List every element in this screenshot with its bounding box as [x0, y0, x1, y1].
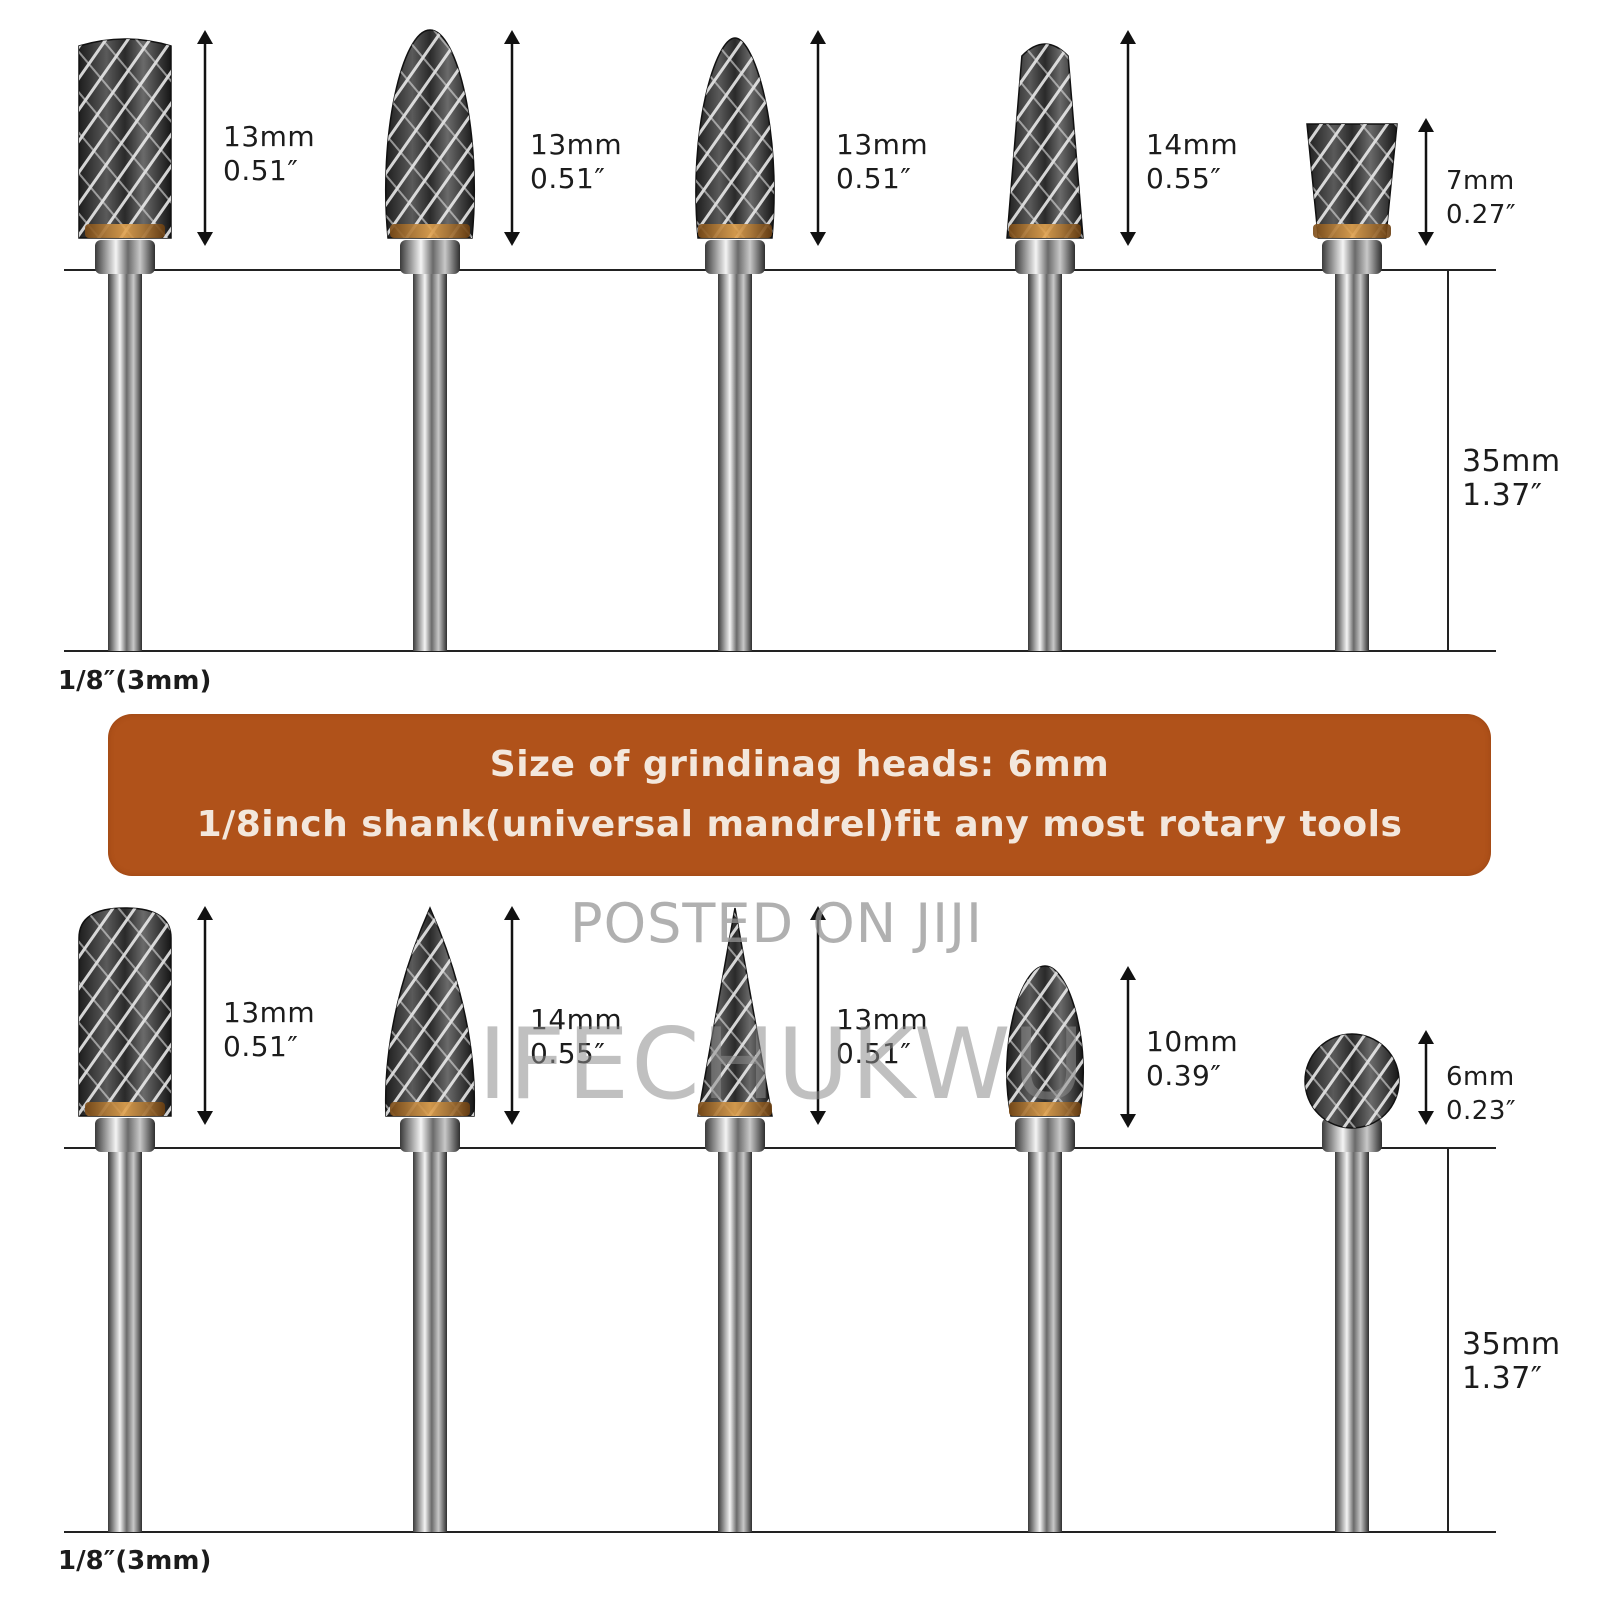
head-length-label-inch: 0.51″	[836, 162, 912, 195]
banner-line-2: 1/8inch shank(universal mandrel)fit any …	[196, 804, 1403, 845]
burr-bit-cone-round	[1006, 43, 1084, 651]
shank-length-label-inch: 1.37″	[1462, 1361, 1543, 1396]
head-length-label-inch: 0.23″	[1446, 1096, 1517, 1126]
shank-length-label-mm: 35mm	[1462, 444, 1561, 479]
burr-bit-tree-pointed	[384, 906, 476, 1532]
shank-diameter-label: 1/8″(3mm)	[58, 666, 212, 696]
head-length-label-inch: 0.51″	[836, 1037, 912, 1070]
head-length-label-mm: 13mm	[223, 996, 316, 1029]
head-length-label-inch: 0.55″	[1146, 162, 1222, 195]
head-length-label-inch: 0.55″	[530, 1037, 606, 1070]
burr-bit-inverted-cone	[1306, 123, 1398, 651]
head-length-arrow	[504, 906, 520, 1125]
head-length-arrow	[1120, 966, 1136, 1128]
burr-bit-egg	[1005, 965, 1085, 1532]
head-length-label-inch: 0.51″	[530, 162, 606, 195]
watermark-posted: POSTED ON JIJI	[570, 892, 983, 955]
head-length-arrow	[197, 906, 213, 1125]
head-length-arrow	[810, 30, 826, 246]
head-length-label-inch: 0.51″	[223, 1030, 299, 1063]
head-length-label-mm: 6mm	[1446, 1062, 1515, 1092]
head-length-label: 7mm 0.27″	[1446, 164, 1516, 232]
head-length-arrow	[504, 30, 520, 246]
burr-bit-cylinder	[78, 38, 172, 651]
head-length-arrow	[197, 30, 213, 246]
head-length-label: 6mm 0.23″	[1446, 1060, 1516, 1128]
head-length-label-mm: 13mm	[530, 128, 623, 161]
info-banner: Size of grindinag heads: 6mm 1/8inch sha…	[108, 714, 1491, 876]
head-length-label-mm: 13mm	[223, 120, 316, 153]
head-length-label-mm: 13mm	[836, 128, 929, 161]
burr-bit-cylinder-round	[78, 907, 172, 1532]
head-length-arrow	[810, 906, 826, 1125]
head-length-label-inch: 0.27″	[1446, 200, 1517, 230]
burr-bit-cone-pointed	[697, 907, 773, 1532]
watermark-seller: IFECHUKWU	[478, 1008, 1087, 1122]
burr-bit-ball	[1304, 1033, 1400, 1532]
head-length-label-mm: 14mm	[530, 1003, 623, 1036]
burr-bit-flame	[695, 37, 775, 651]
shank-length-label-inch: 1.37″	[1462, 478, 1543, 513]
banner-line-1: Size of grindinag heads: 6mm	[489, 744, 1110, 785]
head-length-label-inch: 0.39″	[1146, 1059, 1222, 1092]
head-length-label-mm: 13mm	[836, 1003, 929, 1036]
head-length-arrow	[1418, 118, 1434, 246]
head-length-arrow	[1418, 1030, 1434, 1125]
head-length-label-mm: 10mm	[1146, 1025, 1239, 1058]
head-length-label-mm: 14mm	[1146, 128, 1239, 161]
shank-length-label-mm: 35mm	[1462, 1327, 1561, 1362]
head-length-label-mm: 7mm	[1446, 166, 1515, 196]
shank-diameter-label: 1/8″(3mm)	[58, 1546, 212, 1576]
head-length-arrow	[1120, 30, 1136, 246]
burr-bit-oval	[385, 29, 475, 651]
head-length-label-inch: 0.51″	[223, 154, 299, 187]
